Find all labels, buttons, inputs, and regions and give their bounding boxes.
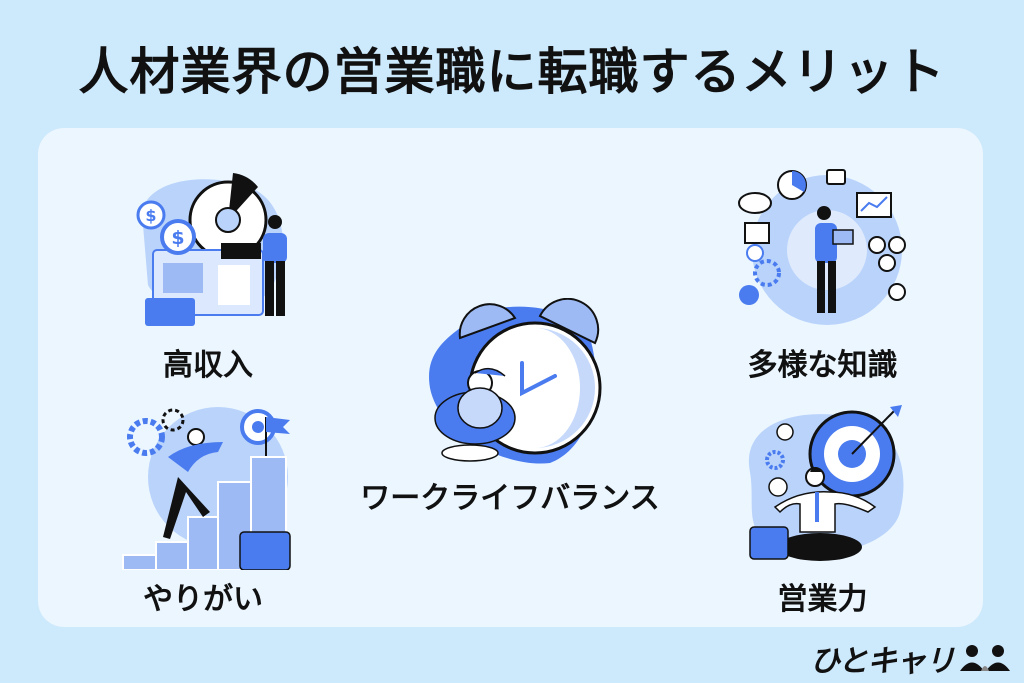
man-meditating-target-icon <box>748 405 904 561</box>
woman-with-tablet-network-icon <box>738 169 906 325</box>
page-title: 人材業界の営業職に転職するメリット <box>78 43 946 101</box>
benefit-card-rewarding: やりがい <box>113 402 308 622</box>
benefit-card-work-life-balance: ワークライフバランス <box>330 298 690 516</box>
logo-text: ひとキャリ <box>810 644 955 679</box>
brand-logo[interactable]: ひとキャリ <box>810 640 1012 679</box>
benefit-label: 営業力 <box>777 582 868 617</box>
benefit-label: ワークライフバランス <box>360 481 660 516</box>
person-hugging-alarm-clock-icon <box>429 298 602 464</box>
benefit-label: 多様な知識 <box>747 348 898 383</box>
two-people-icon <box>960 645 1011 671</box>
benefit-card-high-income: $ $ 高収入 <box>118 165 298 383</box>
benefit-label: 高収入 <box>163 348 253 383</box>
svg-text:$: $ <box>171 227 184 249</box>
benefit-label: やりがい <box>143 582 263 617</box>
man-climbing-bar-chart-icon <box>122 407 291 570</box>
svg-text:$: $ <box>145 206 156 225</box>
person-with-laptop-bank-coins-icon: $ $ <box>136 173 287 326</box>
benefit-card-diverse-knowledge: 多様な知識 <box>725 165 920 383</box>
benefit-card-sales-ability: 営業力 <box>735 402 915 622</box>
